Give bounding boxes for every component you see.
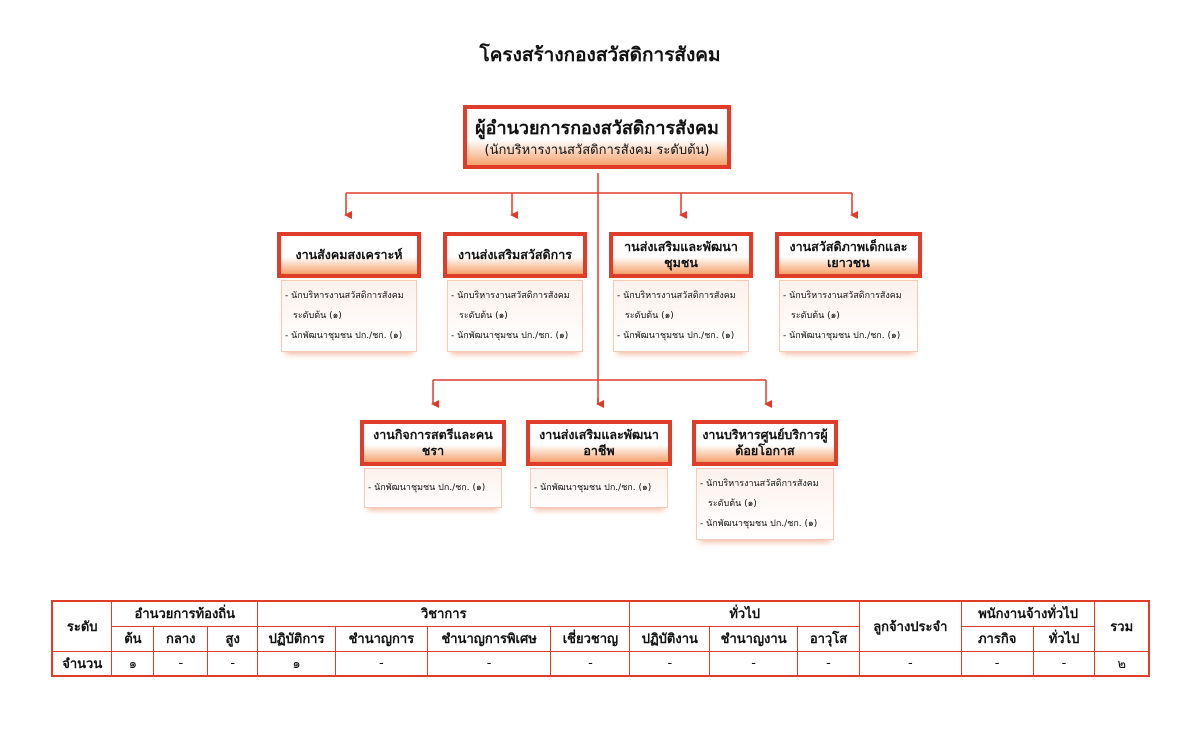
column-header: อาวุโส bbox=[797, 625, 860, 652]
staff-line: - นักพัฒนาชุมชน ปก./ชก. (๑) bbox=[783, 331, 901, 341]
staff-line: ระดับต้น (๑) bbox=[708, 499, 757, 509]
count-label: จำนวน bbox=[51, 650, 113, 677]
general-header: ทั่วไป bbox=[629, 600, 860, 627]
column-header: สูง bbox=[207, 625, 259, 652]
academic-header: วิชาการ bbox=[257, 600, 631, 627]
staff-line: - นักพัฒนาชุมชน ปก./ชก. (๑) bbox=[534, 483, 652, 493]
staff-line: ระดับต้น (๑) bbox=[625, 311, 674, 321]
column-header: ชำนาญการ bbox=[334, 625, 428, 652]
column-header: กลาง bbox=[153, 625, 209, 652]
department-title: งานบริหารศูนย์บริการผู้ด้อยโอกาส bbox=[692, 420, 838, 466]
count-cell: ๒ bbox=[1094, 650, 1150, 677]
department-women-elderly-affairs: งานกิจการสตรีและคนชรา - นักพัฒนาชุมชน ปก… bbox=[360, 420, 506, 508]
column-header: ทั่วไป bbox=[1032, 625, 1096, 652]
count-cell: - bbox=[207, 650, 259, 677]
staff-line: ระดับต้น (๑) bbox=[293, 311, 342, 321]
department-title: งานกิจการสตรีและคนชรา bbox=[360, 420, 506, 466]
column-header: ปฏิบัติการ bbox=[257, 625, 336, 652]
count-cell: - bbox=[1032, 650, 1096, 677]
department-title: านส่งเสริมและพัฒนาชุมชน bbox=[609, 232, 753, 278]
department-staff: - นักพัฒนาชุมชน ปก./ชก. (๑) bbox=[530, 468, 668, 508]
permanent-employee-header: ลูกจ้างประจำ bbox=[858, 600, 962, 652]
general-employee-header: พนักงานจ้างทั่วไป bbox=[960, 600, 1096, 627]
column-header: เชี่ยวชาญ bbox=[550, 625, 631, 652]
count-cell: - bbox=[629, 650, 711, 677]
department-social-welfare: งานสังคมสงเคราะห์ - นักบริหารงานสวัสดิกา… bbox=[277, 232, 421, 352]
column-header: ชำนาญการพิเศษ bbox=[426, 625, 552, 652]
staff-line: - นักพัฒนาชุมชน ปก./ชก. (๑) bbox=[368, 483, 486, 493]
department-staff: - นักบริหารงานสวัสดิการสังคม ระดับต้น (๑… bbox=[613, 280, 749, 352]
department-child-youth-welfare: งานสวัสดิภาพเด็กและเยาวชน - นักบริหารงาน… bbox=[775, 232, 922, 352]
table-row: จำนวน ๑ - - ๑ - - - - - - - - - ๒ bbox=[51, 650, 1150, 677]
column-header: ภารกิจ bbox=[960, 625, 1034, 652]
director-box: ผู้อำนวยการกองสวัสดิการสังคม (นักบริหารง… bbox=[463, 105, 731, 169]
local-admin-header: อำนวยการท้องถิ่น bbox=[111, 600, 259, 627]
department-community-development: านส่งเสริมและพัฒนาชุมชน - นักบริหารงานสว… bbox=[609, 232, 753, 352]
table-subheader-row: ต้น กลาง สูง ปฏิบัติการ ชำนาญการ ชำนาญกา… bbox=[52, 625, 1149, 652]
staff-line: ระดับต้น (๑) bbox=[791, 311, 840, 321]
page-title: โครงสร้างกองสวัสดิการสังคม bbox=[479, 44, 721, 66]
level-header: ระดับ bbox=[51, 600, 113, 652]
count-cell: - bbox=[858, 650, 962, 677]
department-staff: - นักบริหารงานสวัสดิการสังคม ระดับต้น (๑… bbox=[447, 280, 583, 352]
count-cell: - bbox=[153, 650, 209, 677]
director-subtitle: (นักบริหารงานสวัสดิการสังคม ระดับต้น) bbox=[484, 143, 710, 158]
count-cell: - bbox=[797, 650, 860, 677]
staff-line: - นักพัฒนาชุมชน ปก./ชก. (๑) bbox=[617, 331, 735, 341]
department-staff: - นักบริหารงานสวัสดิการสังคม ระดับต้น (๑… bbox=[281, 280, 417, 352]
staff-line: - นักบริหารงานสวัสดิการสังคม bbox=[700, 479, 819, 489]
count-cell: - bbox=[960, 650, 1034, 677]
total-header: รวม bbox=[1094, 600, 1150, 652]
department-staff: - นักบริหารงานสวัสดิการสังคม ระดับต้น (๑… bbox=[696, 468, 834, 540]
column-header: ปฏิบัติงาน bbox=[629, 625, 711, 652]
staff-line: - นักพัฒนาชุมชน ปก./ชก. (๑) bbox=[451, 331, 569, 341]
staff-line: - นักพัฒนาชุมชน ปก./ชก. (๑) bbox=[700, 519, 818, 529]
department-title: งานส่งเสริมสวัสดิการ bbox=[443, 232, 587, 278]
department-title: งานสวัสดิภาพเด็กและเยาวชน bbox=[775, 232, 922, 278]
department-welfare-promotion: งานส่งเสริมสวัสดิการ - นักบริหารงานสวัสด… bbox=[443, 232, 587, 352]
count-cell: - bbox=[426, 650, 552, 677]
table-header-row: ระดับ อำนวยการท้องถิ่น วิชาการ ทั่วไป ลู… bbox=[51, 600, 1150, 652]
department-disadvantaged-service-center: งานบริหารศูนย์บริการผู้ด้อยโอกาส - นักบร… bbox=[692, 420, 838, 540]
staff-line: - นักบริหารงานสวัสดิการสังคม bbox=[451, 291, 570, 301]
count-cell: - bbox=[334, 650, 428, 677]
staff-line: ระดับต้น (๑) bbox=[459, 311, 508, 321]
count-cell: - bbox=[709, 650, 799, 677]
department-title: งานสังคมสงเคราะห์ bbox=[277, 232, 421, 278]
count-cell: ๑ bbox=[257, 650, 336, 677]
department-title: งานส่งเสริมและพัฒนาอาชีพ bbox=[526, 420, 672, 466]
department-career-promotion: งานส่งเสริมและพัฒนาอาชีพ - นักพัฒนาชุมชน… bbox=[526, 420, 672, 508]
staff-line: - นักบริหารงานสวัสดิการสังคม bbox=[617, 291, 736, 301]
staff-line: - นักบริหารงานสวัสดิการสังคม bbox=[285, 291, 404, 301]
department-staff: - นักบริหารงานสวัสดิการสังคม ระดับต้น (๑… bbox=[779, 280, 918, 352]
column-header: ชำนาญงาน bbox=[709, 625, 799, 652]
count-cell: - bbox=[550, 650, 631, 677]
count-cell: ๑ bbox=[111, 650, 155, 677]
staff-line: - นักพัฒนาชุมชน ปก./ชก. (๑) bbox=[285, 331, 403, 341]
director-title: ผู้อำนวยการกองสวัสดิการสังคม bbox=[475, 118, 719, 139]
staff-line: - นักบริหารงานสวัสดิการสังคม bbox=[783, 291, 902, 301]
column-header: ต้น bbox=[111, 625, 155, 652]
staffing-summary-table: ระดับ อำนวยการท้องถิ่น วิชาการ ทั่วไป ลู… bbox=[51, 600, 1150, 677]
department-staff: - นักพัฒนาชุมชน ปก./ชก. (๑) bbox=[364, 468, 502, 508]
